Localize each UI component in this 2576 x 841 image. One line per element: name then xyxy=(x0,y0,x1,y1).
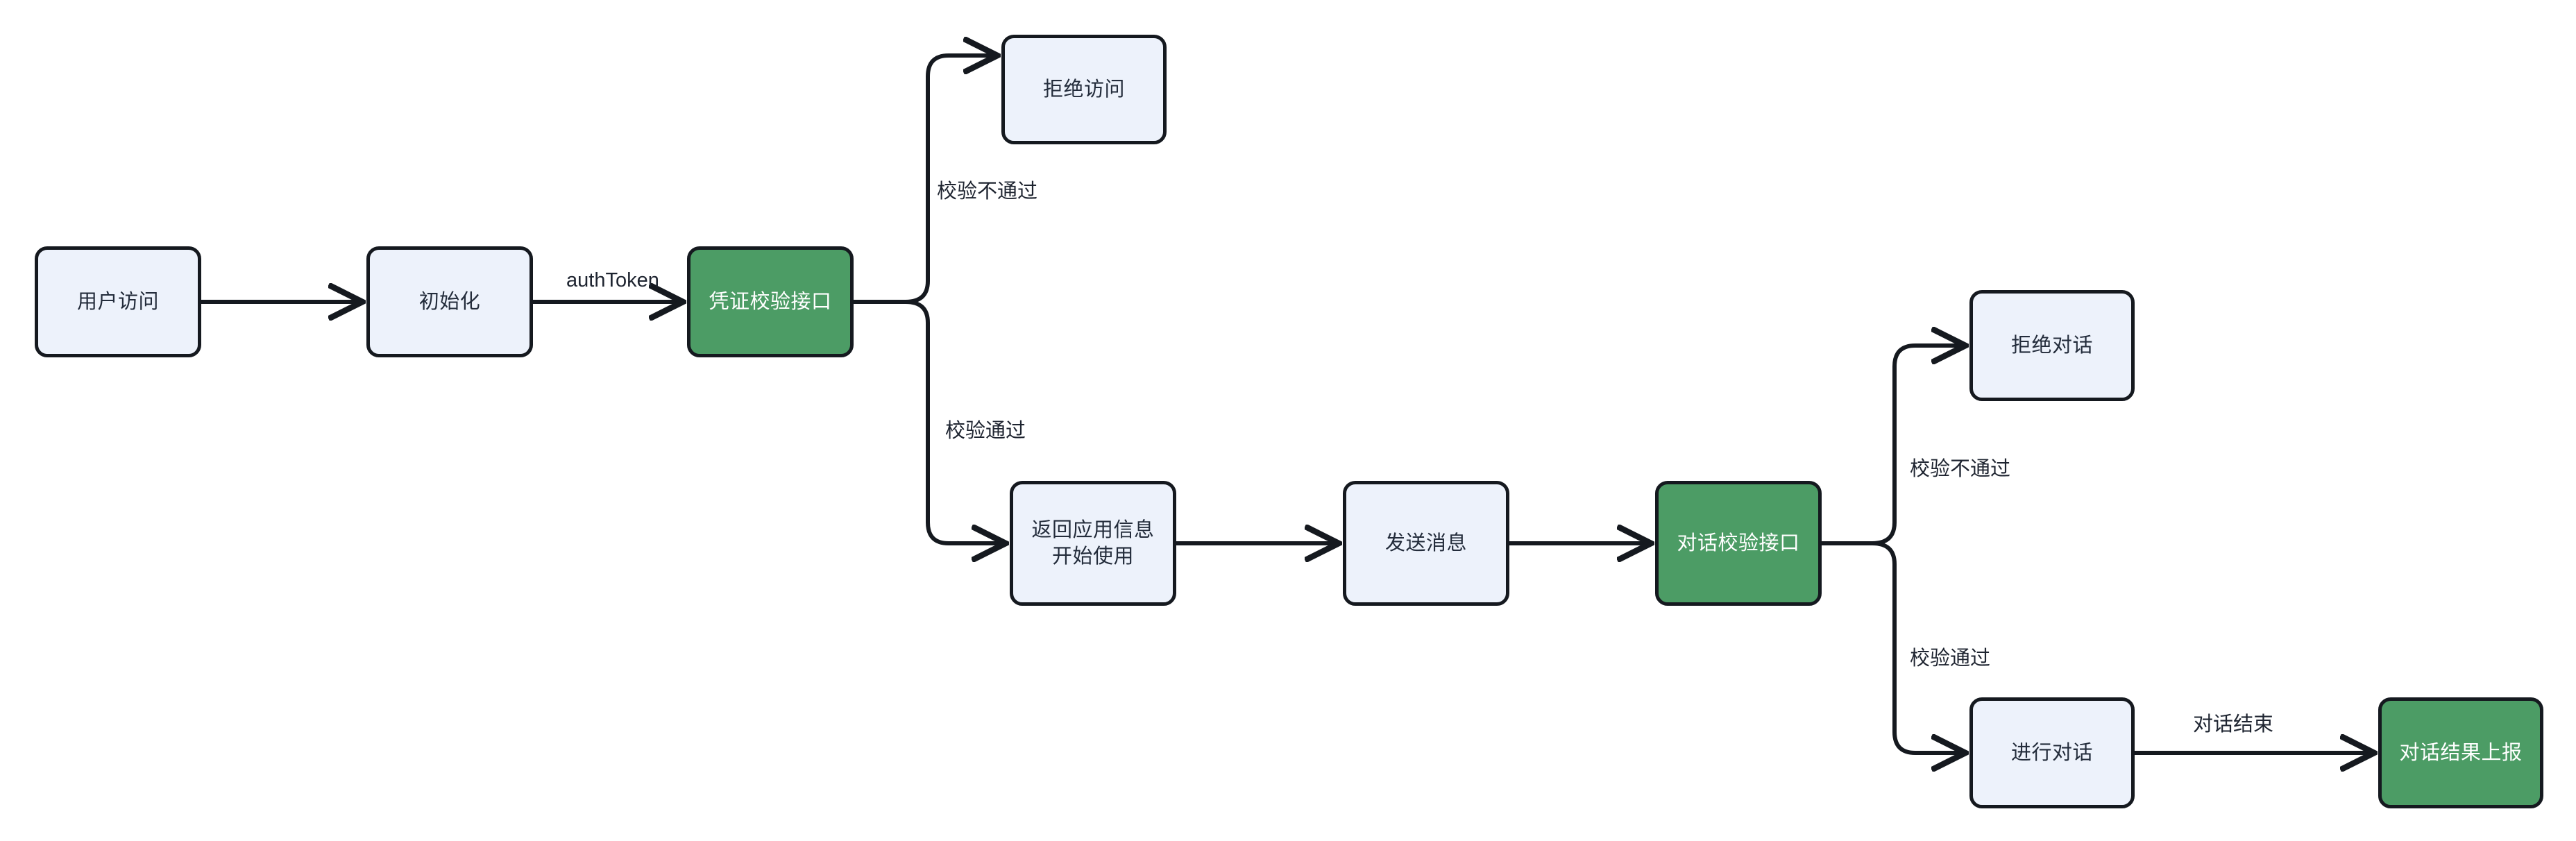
edge-cred-verify-to-return-info xyxy=(905,300,1004,543)
edge-label-verify-fail-2: 校验不通过 xyxy=(1910,458,2011,480)
node-label: 凭证校验接口 xyxy=(709,290,832,313)
node-label: 用户访问 xyxy=(76,290,159,313)
node-label: 拒绝访问 xyxy=(1042,78,1125,101)
edge-label-verify-pass-2: 校验通过 xyxy=(1910,647,1991,670)
edge-label-auth-token: authToken xyxy=(566,269,659,291)
node-cred-verify-api[interactable]: 凭证校验接口 xyxy=(687,246,854,357)
edge-cred-verify-to-deny-access xyxy=(905,56,996,304)
node-send-message[interactable]: 发送消息 xyxy=(1343,481,1509,606)
node-label: 发送消息 xyxy=(1384,532,1467,554)
node-init[interactable]: 初始化 xyxy=(366,246,533,357)
node-label: 初始化 xyxy=(418,290,481,313)
node-report-result[interactable]: 对话结果上报 xyxy=(2378,697,2543,808)
node-label: 对话校验接口 xyxy=(1677,532,1800,554)
node-user-access[interactable]: 用户访问 xyxy=(35,246,201,357)
edge-label-verify-pass-1: 校验通过 xyxy=(945,420,1026,442)
node-label: 返回应用信息 开始使用 xyxy=(1031,518,1155,568)
edge-label-verify-fail-1: 校验不通过 xyxy=(937,180,1038,203)
node-do-chat[interactable]: 进行对话 xyxy=(1969,697,2135,808)
node-deny-chat[interactable]: 拒绝对话 xyxy=(1969,290,2135,401)
node-label: 进行对话 xyxy=(2010,741,2093,764)
node-chat-verify-api[interactable]: 对话校验接口 xyxy=(1655,481,1822,606)
edge-chat-verify-to-do-chat xyxy=(1872,541,1964,753)
edge-chat-verify-to-deny-chat xyxy=(1872,346,1964,545)
node-label: 拒绝对话 xyxy=(2010,334,2093,357)
node-return-app-info[interactable]: 返回应用信息 开始使用 xyxy=(1010,481,1176,606)
node-deny-access[interactable]: 拒绝访问 xyxy=(1001,35,1167,144)
edge-label-chat-end: 对话结束 xyxy=(2193,713,2274,736)
node-label: 对话结果上报 xyxy=(2399,741,2523,764)
